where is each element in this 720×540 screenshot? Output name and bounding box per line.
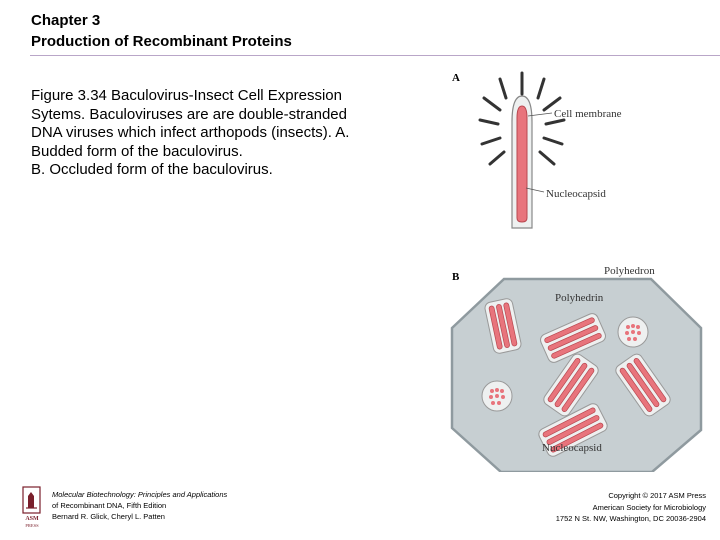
baculovirus-figure: A Cell membrane Nucleocapsid B Polyhedro… — [450, 71, 703, 472]
copyright-line: Copyright © 2017 ASM Press — [608, 491, 706, 500]
caption-line: Sytems. Baculoviruses are are double-str… — [31, 105, 347, 123]
panel-b-letter: B — [452, 271, 460, 283]
book-title: Molecular Biotechnology: Principles and … — [52, 490, 228, 499]
logo-text: ASM — [25, 516, 39, 522]
virion-bundle — [615, 353, 671, 417]
caption-line: Figure 3.34 Baculovirus-Insect Cell Expr… — [31, 87, 342, 104]
polyhedrin-label: Polyhedrin — [555, 292, 604, 304]
logo-press-text: PRESS — [25, 523, 39, 528]
address-line: 1752 N St. NW, Washington, DC 20036-2904 — [555, 514, 706, 523]
polyhedron-label: Polyhedron — [604, 265, 655, 277]
nucleocapsid-pointer — [525, 187, 545, 193]
nucleocapsid-label-b: Nucleocapsid — [542, 442, 602, 454]
cell-membrane-label: Cell membrane — [554, 108, 622, 120]
nucleocapsid-label-a: Nucleocapsid — [546, 188, 606, 200]
chapter-title: Production of Recombinant Proteins — [31, 33, 292, 50]
virion-bundle — [484, 298, 522, 354]
caption-line: DNA viruses which infect arthopods (inse… — [31, 124, 350, 141]
spike — [544, 118, 566, 126]
spike — [536, 77, 546, 100]
spike — [538, 150, 556, 166]
spike — [478, 118, 500, 126]
slide-header: Chapter 3 Production of Recombinant Prot… — [31, 10, 292, 52]
virion-bundle — [538, 403, 608, 457]
nucleocapsid-a — [516, 105, 528, 223]
spike — [488, 150, 506, 166]
virion-bundle — [543, 353, 599, 417]
membrane-pointer — [527, 112, 553, 117]
spike — [542, 96, 562, 112]
caption-line: B. Occluded form of the baculovirus. — [31, 161, 273, 178]
spike — [480, 136, 502, 146]
footer-citation: Molecular Biotechnology: Principles and … — [52, 489, 227, 522]
panel-a: A Cell membrane Nucleocapsid — [452, 71, 622, 229]
panel-a-letter: A — [452, 72, 460, 84]
chapter-label: Chapter 3 — [31, 12, 101, 29]
spikes — [478, 71, 566, 166]
spike — [498, 77, 508, 100]
caption-line: Budded form of the baculovirus. — [31, 142, 243, 160]
book-subtitle: of Recombinant DNA, Fifth Edition — [52, 501, 167, 510]
panel-b: B Polyhedron Polyhedrin — [450, 265, 703, 472]
virion-cross-section — [481, 380, 513, 412]
publisher-line: American Society for Microbiology — [592, 502, 706, 512]
footer-copyright: Copyright © 2017 ASM Press American Soci… — [556, 490, 706, 525]
spike — [482, 96, 502, 112]
asm-press-logo: ASM PRESS — [22, 486, 41, 528]
book-authors: Bernard R. Glick, Cheryl L. Patten — [52, 512, 165, 521]
virion-bundle — [540, 313, 606, 363]
figure-caption: Figure 3.34 Baculovirus-Insect Cell Expr… — [31, 87, 421, 180]
header-divider — [30, 55, 720, 56]
spike — [542, 136, 564, 146]
virion-cross-section — [617, 316, 649, 348]
